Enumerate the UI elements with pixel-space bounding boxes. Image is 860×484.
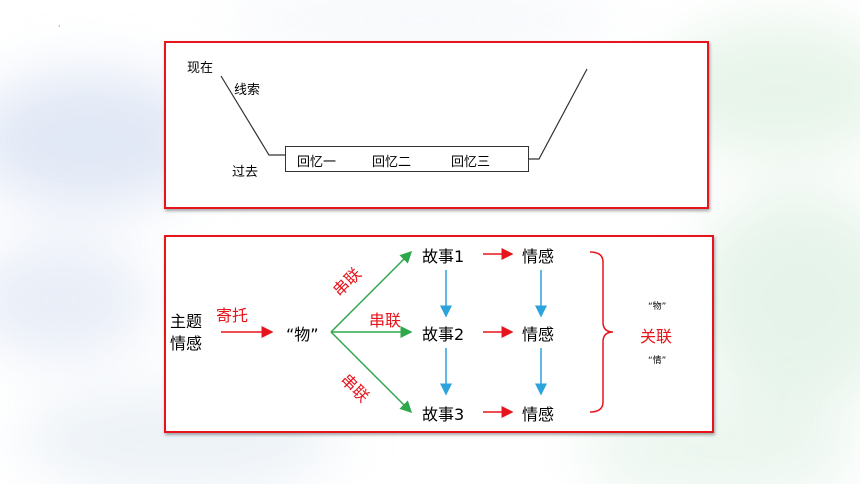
past-label: 过去 <box>232 165 259 180</box>
story-3: 故事3 <box>422 405 465 424</box>
object-small-label: “物” <box>648 302 667 312</box>
memory-1: 回忆一 <box>297 155 337 170</box>
entrust-label: 寄托 <box>216 306 249 325</box>
theme-arrows <box>221 248 614 418</box>
memory-2: 回忆二 <box>372 155 412 170</box>
story-1: 故事1 <box>422 247 465 266</box>
timeline-panel: 现在 线索 过去 回忆一 回忆二 回忆三 <box>164 41 709 209</box>
clue-label: 线索 <box>234 83 261 98</box>
topic-line1: 主题 <box>170 312 203 331</box>
story-2: 故事2 <box>422 325 465 344</box>
corner-dot: · <box>58 22 61 31</box>
topic-line2: 情感 <box>170 334 203 353</box>
link-label-middle: 串联 <box>369 311 402 330</box>
emotion-3: 情感 <box>522 405 555 424</box>
relation-label: 关联 <box>640 327 673 346</box>
theme-panel: 主题 情感 寄托 “物” 串联 串联 串联 故事1 故事2 故事3 情感 情感 … <box>164 235 714 433</box>
now-label: 现在 <box>187 61 214 76</box>
emotion-2: 情感 <box>522 325 555 344</box>
emotion-1: 情感 <box>522 247 555 266</box>
emotion-small-label: “情” <box>648 356 667 366</box>
timeline-lines <box>220 68 588 160</box>
object-label: “物” <box>286 325 319 344</box>
memory-box <box>285 146 529 172</box>
memory-3: 回忆三 <box>451 155 491 170</box>
